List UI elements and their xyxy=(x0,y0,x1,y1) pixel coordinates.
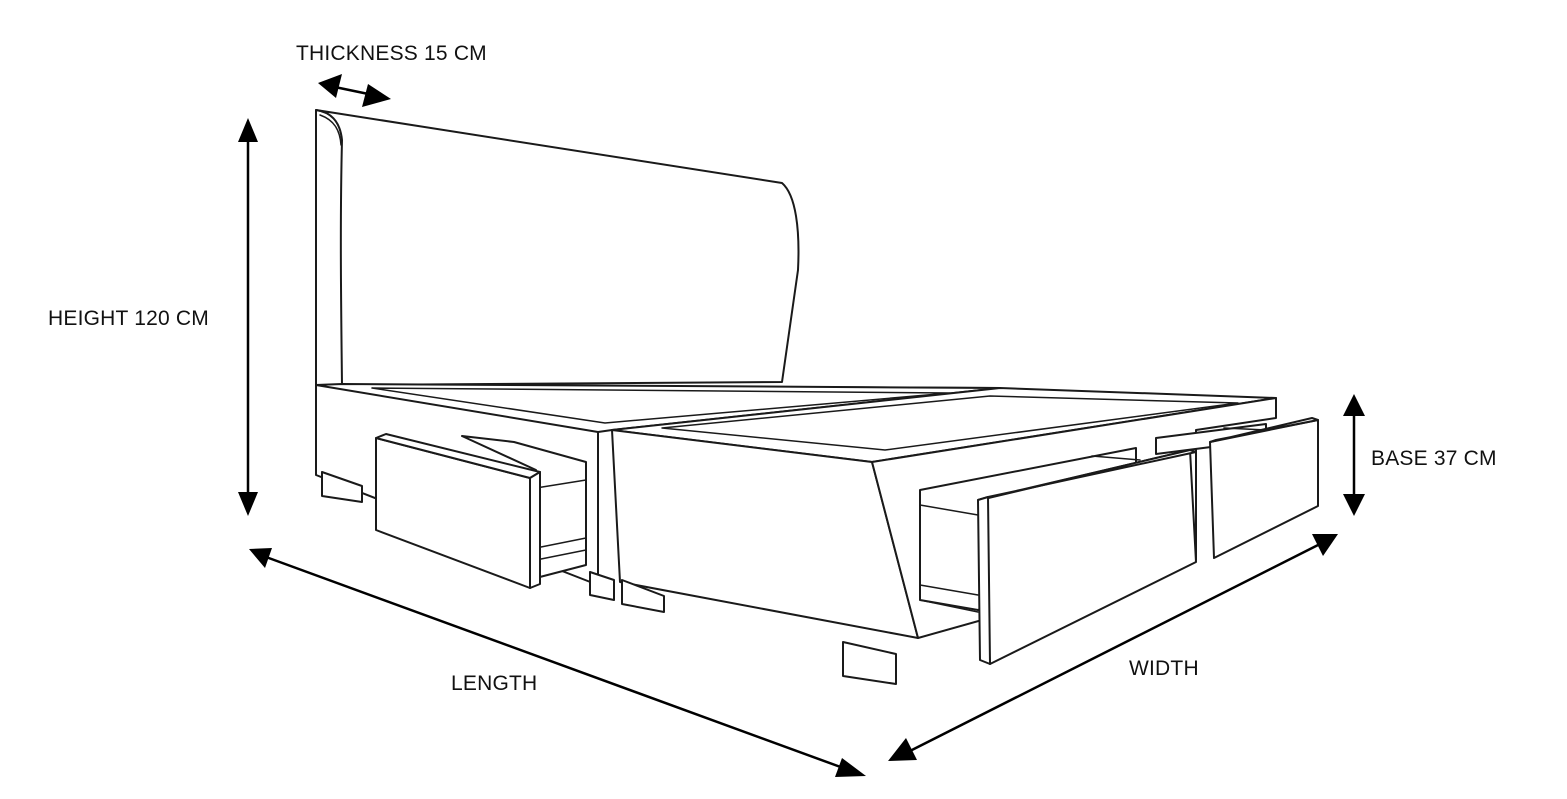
base-arrow xyxy=(1343,394,1365,516)
height-arrow xyxy=(238,118,258,516)
drawer-left xyxy=(375,433,587,589)
drawer-right xyxy=(1155,417,1319,559)
thickness-label: THICKNESS 15 CM xyxy=(296,42,487,65)
height-label: HEIGHT 120 CM xyxy=(48,307,209,330)
thickness-arrow xyxy=(318,74,391,107)
length-label: LENGTH xyxy=(451,672,537,695)
drawer-middle xyxy=(919,447,1197,665)
headboard xyxy=(315,109,800,386)
length-arrow xyxy=(249,548,866,777)
width-arrow xyxy=(888,534,1338,761)
width-label: WIDTH xyxy=(1129,657,1199,680)
base-label: BASE 37 CM xyxy=(1371,447,1497,470)
